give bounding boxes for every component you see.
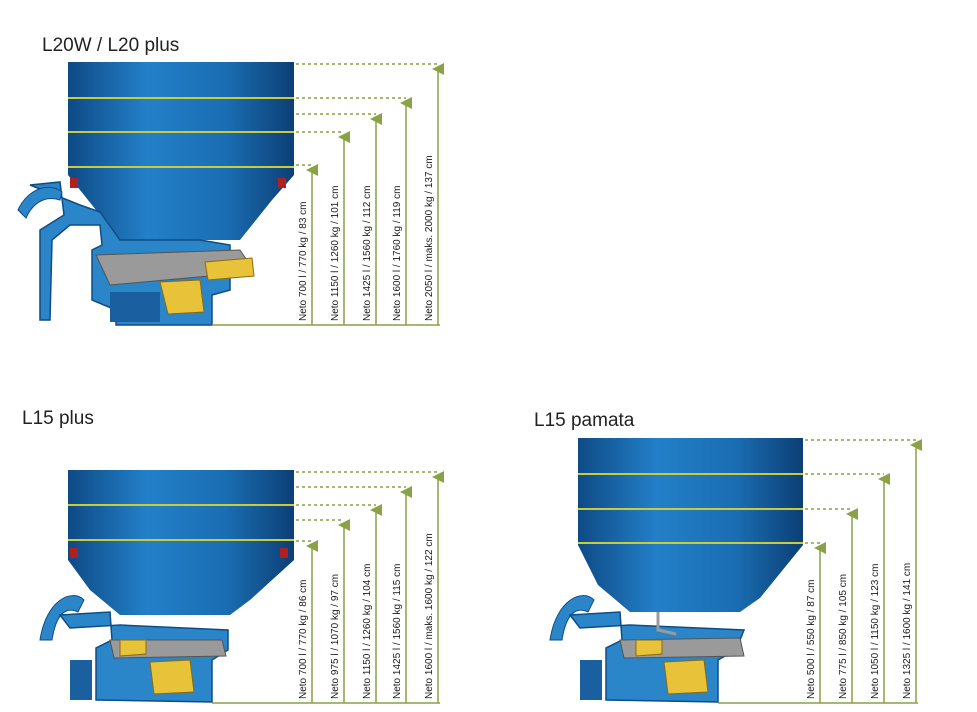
capacity-label: Neto 775 l / 850 kg / 105 cm: [838, 574, 849, 699]
labels-l15-pamata: Neto 500 l / 550 kg / 87 cm Neto 775 l /…: [806, 563, 913, 699]
labels-l20: Neto 700 l / 770 kg / 83 cm Neto 1150 l …: [298, 155, 435, 321]
machine-l15-plus: [39, 470, 294, 703]
capacity-label: Neto 1425 l / 1560 kg / 115 cm: [392, 564, 403, 699]
section-title-l15-pamata: L15 pamata: [534, 410, 635, 431]
hopper-cone: [68, 560, 294, 615]
machine-l15-pamata: [549, 438, 803, 703]
hopper-cone: [68, 175, 294, 240]
labels-l15-plus: Neto 700 l / 770 kg / 86 cm Neto 975 l /…: [298, 533, 435, 699]
housing: [110, 292, 160, 322]
capacity-label: Neto 700 l / 770 kg / 86 cm: [298, 579, 309, 699]
hopper-body: [68, 470, 294, 560]
hopper-body: [578, 438, 803, 545]
capacity-label: Neto 2050 l / maks. 2000 kg / 137 cm: [424, 155, 435, 321]
capacity-label: Neto 1150 l / 1260 kg / 104 cm: [362, 564, 373, 699]
capacity-label: Neto 1600 l / 1760 kg / 119 cm: [392, 186, 403, 321]
capacity-label: Neto 1425 l / 1560 kg / 112 cm: [362, 186, 373, 321]
tail-light: [70, 178, 78, 188]
capacity-label: Neto 500 l / 550 kg / 87 cm: [806, 579, 817, 699]
deflector: [635, 639, 663, 657]
housing: [70, 660, 92, 700]
dimensions-l15-pamata: [718, 439, 922, 704]
capacity-label: Neto 1050 l / 1150 kg / 123 cm: [870, 564, 881, 699]
dimensions-l15-plus: [212, 471, 444, 704]
hose: [656, 612, 677, 636]
capacity-label: Neto 1325 l / 1600 kg / 141 cm: [902, 563, 913, 699]
machine-l20: [17, 62, 294, 326]
housing: [580, 660, 602, 700]
deflector: [119, 639, 147, 657]
hopper-cone: [578, 545, 803, 612]
gearbox: [663, 659, 709, 695]
gearbox: [159, 279, 205, 315]
hitch: [39, 595, 85, 641]
section-title-l15-plus: L15 plus: [22, 408, 94, 429]
dimensions-l20: [212, 63, 444, 326]
deflector: [204, 257, 255, 281]
capacity-label: Neto 1600 l / maks. 1600 kg / 122 cm: [424, 533, 435, 699]
hopper-body: [68, 62, 294, 175]
hitch: [17, 187, 63, 219]
hitch: [549, 595, 595, 641]
capacity-label: Neto 700 l / 770 kg / 83 cm: [298, 201, 309, 321]
tail-light: [280, 548, 288, 558]
tail-light: [278, 178, 286, 188]
capacity-label: Neto 975 l / 1070 kg / 97 cm: [330, 574, 341, 699]
capacity-label: Neto 1150 l / 1260 kg / 101 cm: [330, 186, 341, 321]
gearbox: [149, 659, 195, 695]
section-title-l20: L20W / L20 plus: [42, 35, 180, 56]
tail-light: [70, 548, 78, 558]
